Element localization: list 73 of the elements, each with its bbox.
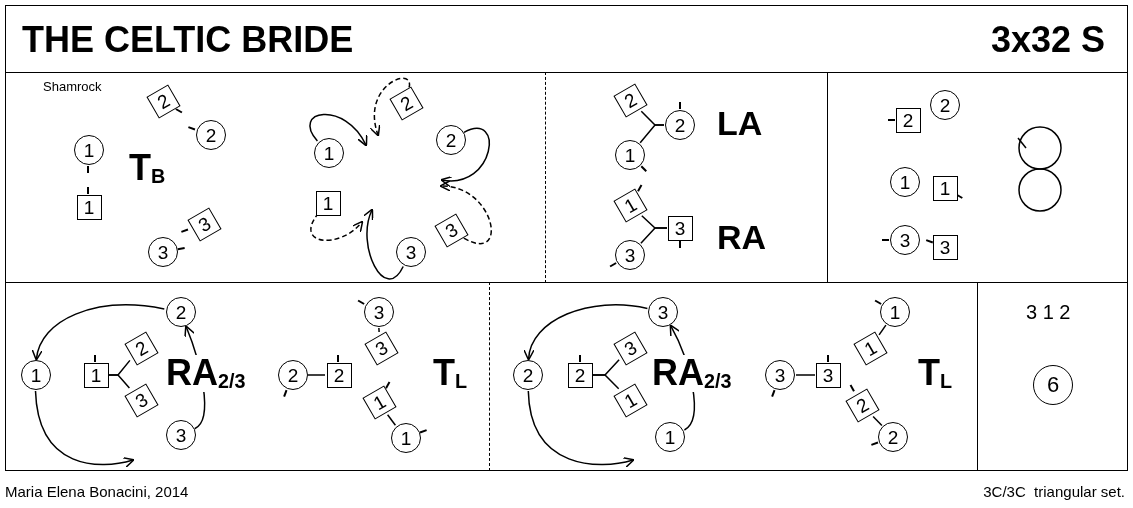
dancer-circle: 1 [615,140,645,170]
dancer-circle: 2 [930,90,960,120]
dancer-square: 3 [123,382,159,418]
panel [546,72,828,283]
dancer-square: 3 [667,215,693,241]
hand-join-line [107,374,131,389]
dancer-square: 1 [361,384,397,420]
dance-path-arrow [524,304,649,361]
dancer-circle: 2 [436,125,466,155]
hand-line [795,374,816,376]
dancer-circle: 3 [648,297,678,327]
dancer-circle: 2 [665,110,695,140]
dancer-square: 1 [83,362,109,388]
figure-name: RA$_{2/3}$ [166,355,246,392]
panel [5,72,546,283]
panel [978,282,1128,471]
panel-heading: Shamrock [43,80,102,93]
author-credit: Maria Elena Bonacini, 2014 [5,484,189,499]
hand-join-line [639,124,665,144]
dancer-square: 2 [326,362,352,388]
dancer-circle: 3 [890,225,920,255]
dancer-circle: 2 [278,360,308,390]
couple-order: 3 1 2 [1026,302,1071,322]
dance-path-arrow [669,324,696,431]
dance-path-arrow [440,128,490,187]
dance-path-arrow [32,304,166,361]
panel [828,72,1128,283]
dancer-circle: 3 [615,240,645,270]
dance-path-arrow [309,113,368,147]
dancer-square: 1 [315,190,341,216]
dance-path-arrow [363,208,404,280]
dancer-circle: 1 [314,138,344,168]
dance-path-arrow [370,77,411,137]
dancer-circle: 3 [166,420,196,450]
title: THE CELTIC BRIDE [22,22,354,58]
dancer-square: 1 [76,194,102,220]
dance-path-arrow [34,390,135,468]
dancer-circle: 2 [513,360,543,390]
figure-name: RA$_{2/3}$ [652,355,732,392]
hand-line [386,414,397,426]
hand-join-line [640,227,668,245]
dancer-circle: 1 [21,360,51,390]
dance-path-arrow [439,181,493,245]
panel [490,282,978,471]
hand-line [378,327,380,333]
dancer-square: 1 [932,175,958,201]
dancer-circle: 1 [74,135,104,165]
panel [5,282,490,471]
dancer-circle: 1 [655,422,685,452]
hand-line [307,374,326,376]
hand-line [878,324,887,336]
dancer-circle: 2 [166,297,196,327]
hand-line [872,415,883,427]
dancer-circle: 3 [765,360,795,390]
dance-code: 3x32 S [990,22,1105,58]
dancer-square: 3 [815,362,841,388]
dance-path-arrow [527,390,635,468]
dancer-circle: 1 [391,423,421,453]
dancer-square: 1 [612,382,648,418]
hand-join-line [592,374,620,390]
dancer-circle: 3 [396,237,426,267]
dancer-circle: 2 [878,422,908,452]
set-formation: 3C/3C triangular set. [983,484,1125,499]
dancer-circle: 1 [880,297,910,327]
dancer-square: 2 [895,107,921,133]
dancer-square: 3 [932,234,958,260]
dancer-circle: 3 [364,297,394,327]
dancer-circle: 1 [890,167,920,197]
dancer-circle: 3 [148,237,178,267]
dance-path-arrow [184,325,206,430]
dancer-square: 2 [567,362,593,388]
count-circle: 6 [1033,365,1073,405]
dancer-circle: 2 [196,120,226,150]
